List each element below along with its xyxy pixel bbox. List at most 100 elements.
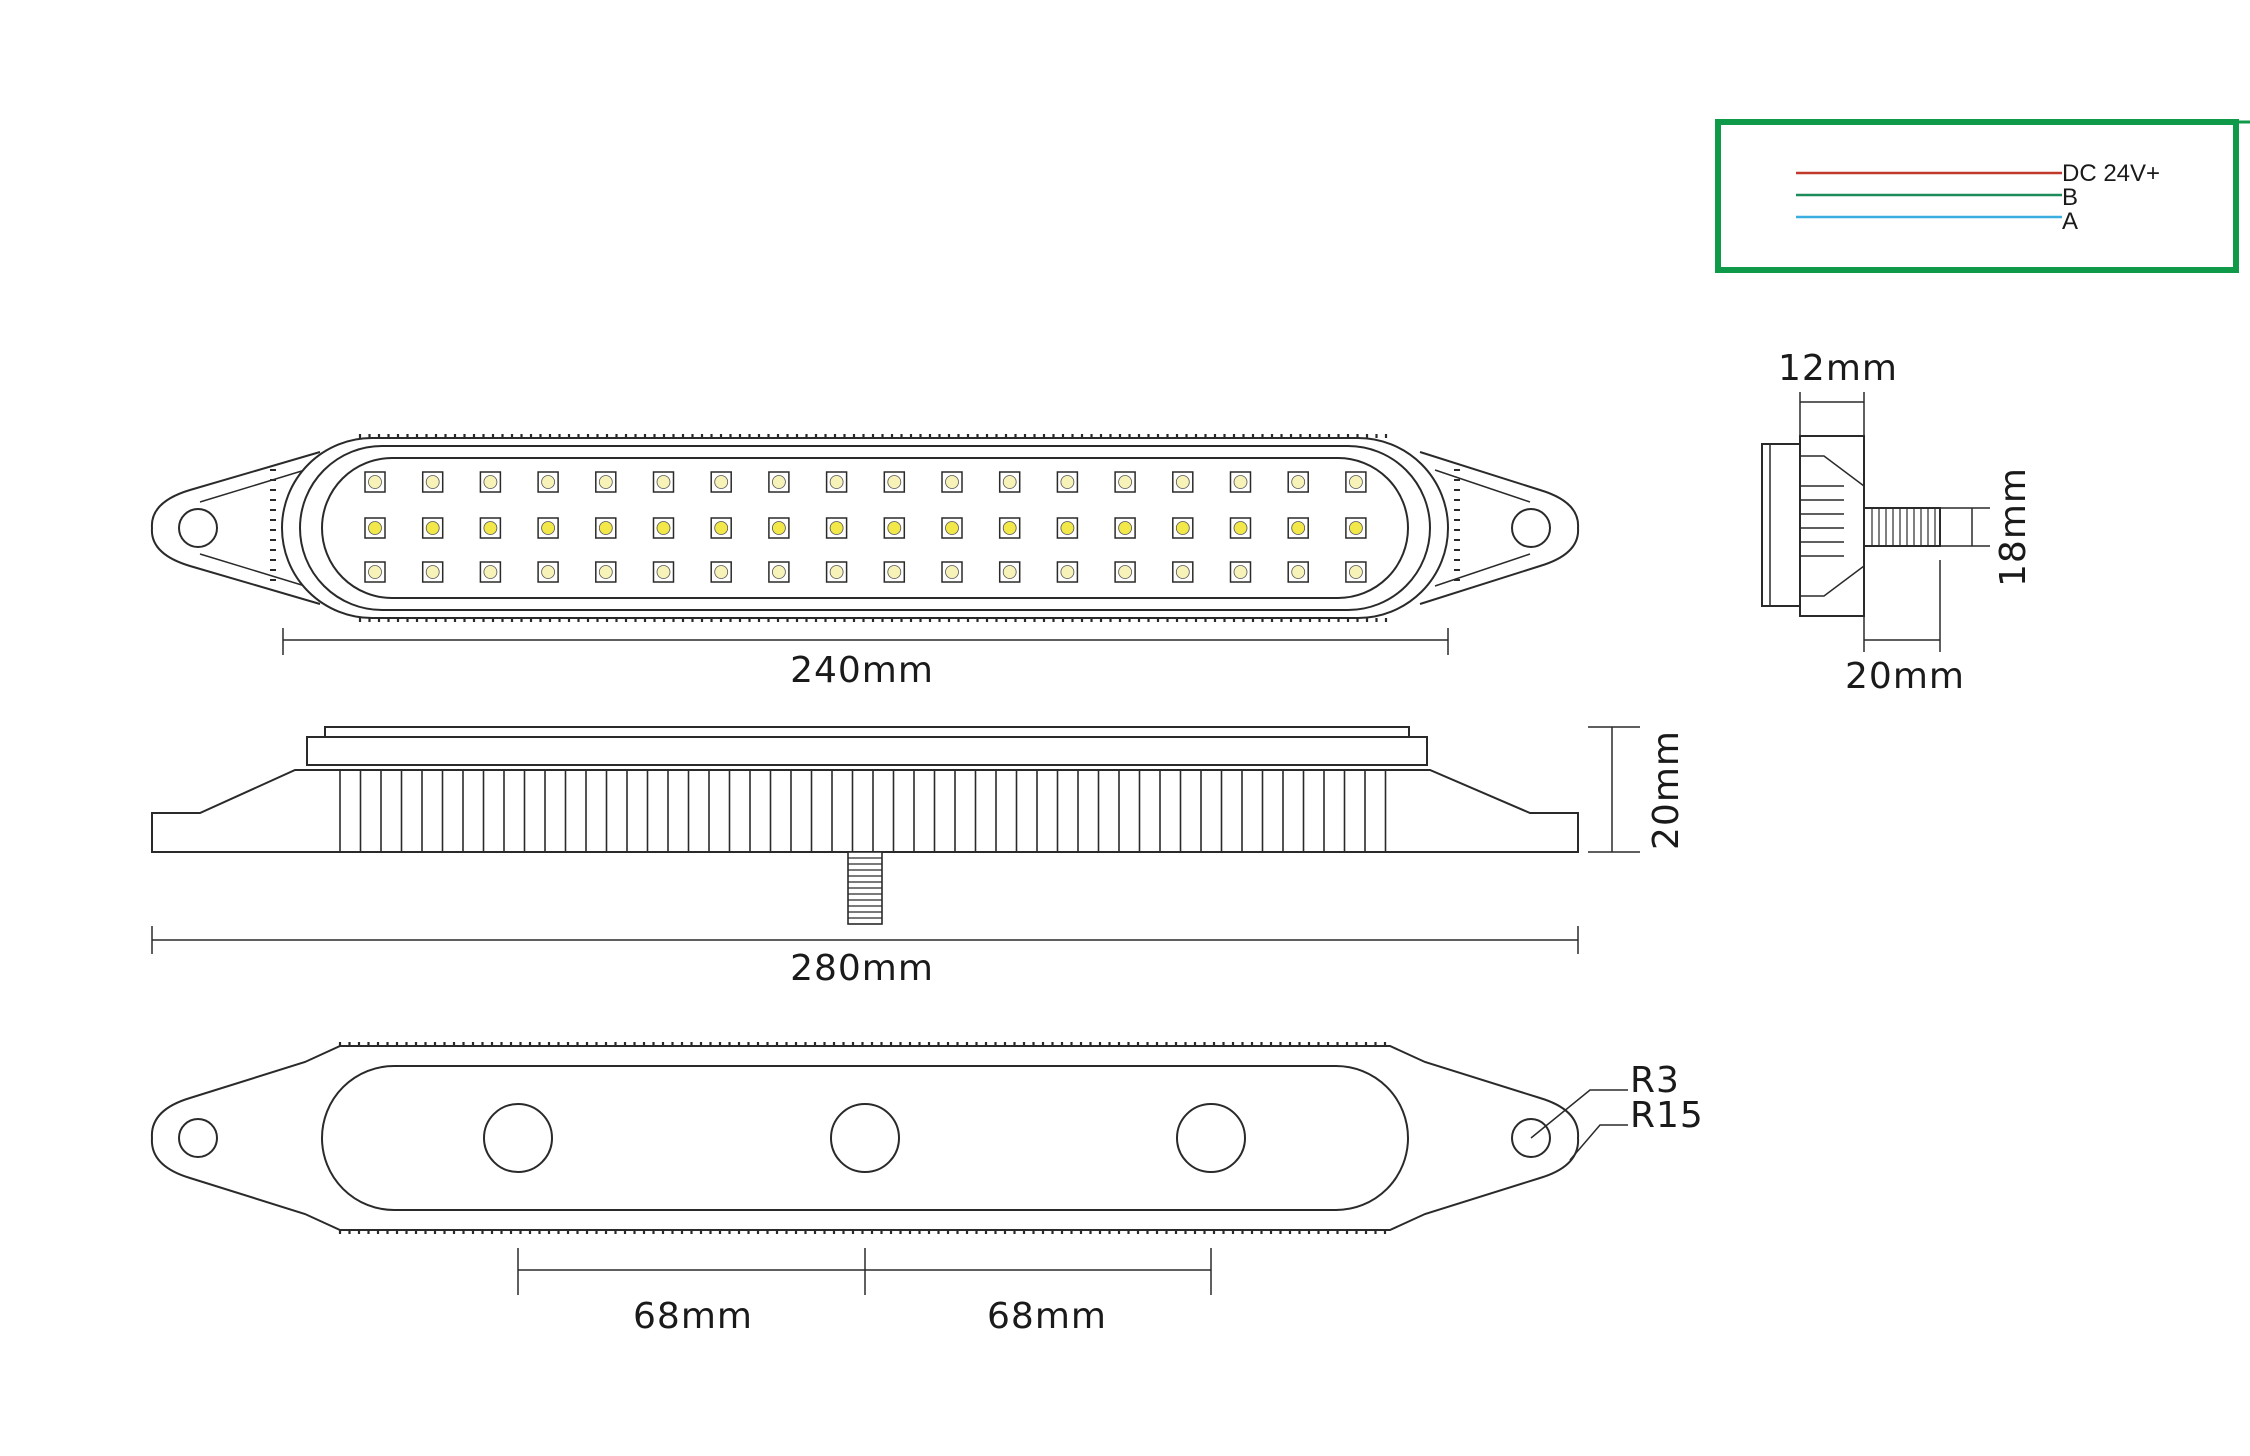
wiring-legend: DC 24V+ B A	[1715, 119, 2250, 273]
side-lens-top	[324, 726, 1410, 738]
led-emitter	[887, 521, 902, 535]
front-flange	[150, 451, 1580, 605]
side-profile-view	[151, 726, 1579, 925]
wire-label-b: B	[2062, 184, 2078, 211]
led-emitter	[425, 475, 440, 489]
legend-frame	[1715, 119, 2239, 273]
led-emitter	[772, 475, 786, 489]
led-emitter	[772, 565, 786, 579]
led-emitter	[829, 475, 844, 489]
side-top-plate	[306, 736, 1428, 766]
dimension-20-height: 20mm	[1588, 726, 1687, 853]
radius-r15: R15	[1630, 1095, 1704, 1136]
led-emitter	[945, 521, 959, 535]
led-grid	[364, 471, 1367, 583]
led-emitter	[1349, 565, 1363, 579]
rear-outline	[150, 1045, 1580, 1231]
led-emitter	[368, 521, 382, 535]
led-emitter	[1233, 475, 1248, 489]
rear-boss-1	[483, 1103, 553, 1173]
led-emitter	[714, 521, 729, 535]
led-emitter	[656, 475, 671, 489]
end-stud	[1863, 507, 1941, 547]
led-emitter	[368, 565, 382, 579]
dimension-18: 18mm	[1940, 467, 2034, 587]
rear-boss-3	[1176, 1103, 1246, 1173]
led-emitter	[714, 475, 729, 489]
led-emitter	[425, 521, 440, 535]
led-emitter	[483, 565, 498, 579]
led-emitter	[541, 565, 555, 579]
dim-side-depth: 12mm	[1778, 348, 1898, 389]
led-emitter	[425, 565, 440, 579]
dimension-12: 12mm	[1778, 348, 1898, 436]
led-emitter	[829, 521, 844, 535]
led-emitter	[1118, 565, 1132, 579]
led-emitter	[829, 565, 844, 579]
front-lens	[321, 457, 1409, 599]
led-emitter	[772, 521, 786, 535]
end-body	[1799, 435, 1865, 617]
led-emitter	[1002, 521, 1017, 535]
led-emitter	[656, 521, 671, 535]
led-emitter	[1175, 475, 1190, 489]
front-housing-outer	[281, 437, 1449, 619]
led-emitter	[541, 521, 555, 535]
led-emitter	[1291, 521, 1306, 535]
side-heat-fins	[339, 770, 1387, 852]
led-emitter	[1060, 475, 1075, 489]
led-emitter	[1118, 521, 1132, 535]
front-serrations	[270, 434, 1460, 622]
led-emitter	[598, 521, 613, 535]
wire-label-a: A	[2062, 208, 2078, 235]
dimension-280: 280mm	[151, 926, 1579, 989]
dimension-240: 240mm	[282, 628, 1449, 691]
led-emitter	[887, 475, 902, 489]
radius-r3: R3	[1630, 1060, 1680, 1101]
dim-stud-length: 20mm	[1845, 656, 1965, 697]
led-emitter	[1002, 565, 1017, 579]
led-emitter	[1291, 565, 1306, 579]
led-emitter	[714, 565, 729, 579]
dim-total-length: 280mm	[790, 948, 934, 989]
led-emitter	[1060, 565, 1075, 579]
rear-serrations	[338, 1042, 1387, 1234]
led-emitter	[1349, 475, 1363, 489]
led-emitter	[1233, 565, 1248, 579]
dim-hole-spacing-right: 68mm	[987, 1296, 1107, 1337]
end-stud-thread	[1871, 508, 1936, 546]
rear-hole-right	[1511, 1118, 1551, 1158]
dimension-20-stud: 20mm	[1845, 560, 1965, 697]
front-view	[150, 434, 1580, 622]
led-emitter	[945, 475, 959, 489]
led-emitter	[1291, 475, 1306, 489]
side-base	[151, 769, 1579, 853]
end-view	[1761, 435, 1941, 617]
front-housing-mid	[299, 445, 1431, 611]
led-emitter	[483, 521, 498, 535]
side-stud	[847, 851, 883, 925]
wire-label-dc24v: DC 24V+	[2062, 160, 2160, 187]
led-emitter	[1002, 475, 1017, 489]
led-emitter	[598, 475, 613, 489]
mount-hole-right	[1511, 508, 1551, 548]
rear-hole-left	[178, 1118, 218, 1158]
led-emitter	[1233, 521, 1248, 535]
led-emitter	[483, 475, 498, 489]
end-heat-fins	[1800, 485, 1844, 557]
led-emitter	[368, 475, 382, 489]
end-lens	[1761, 443, 1801, 607]
dimension-68: 68mm 68mm	[517, 1248, 1212, 1337]
led-emitter	[1060, 521, 1075, 535]
led-emitter	[1175, 565, 1190, 579]
dim-height: 20mm	[1646, 730, 1687, 850]
led-emitter	[656, 565, 671, 579]
led-emitter	[1349, 521, 1363, 535]
rear-view: R3 R15	[150, 1042, 1704, 1234]
led-emitter	[945, 565, 959, 579]
led-emitter	[541, 475, 555, 489]
dim-hole-spacing-left: 68mm	[633, 1296, 753, 1337]
rear-boss-2	[830, 1103, 900, 1173]
led-emitter	[887, 565, 902, 579]
